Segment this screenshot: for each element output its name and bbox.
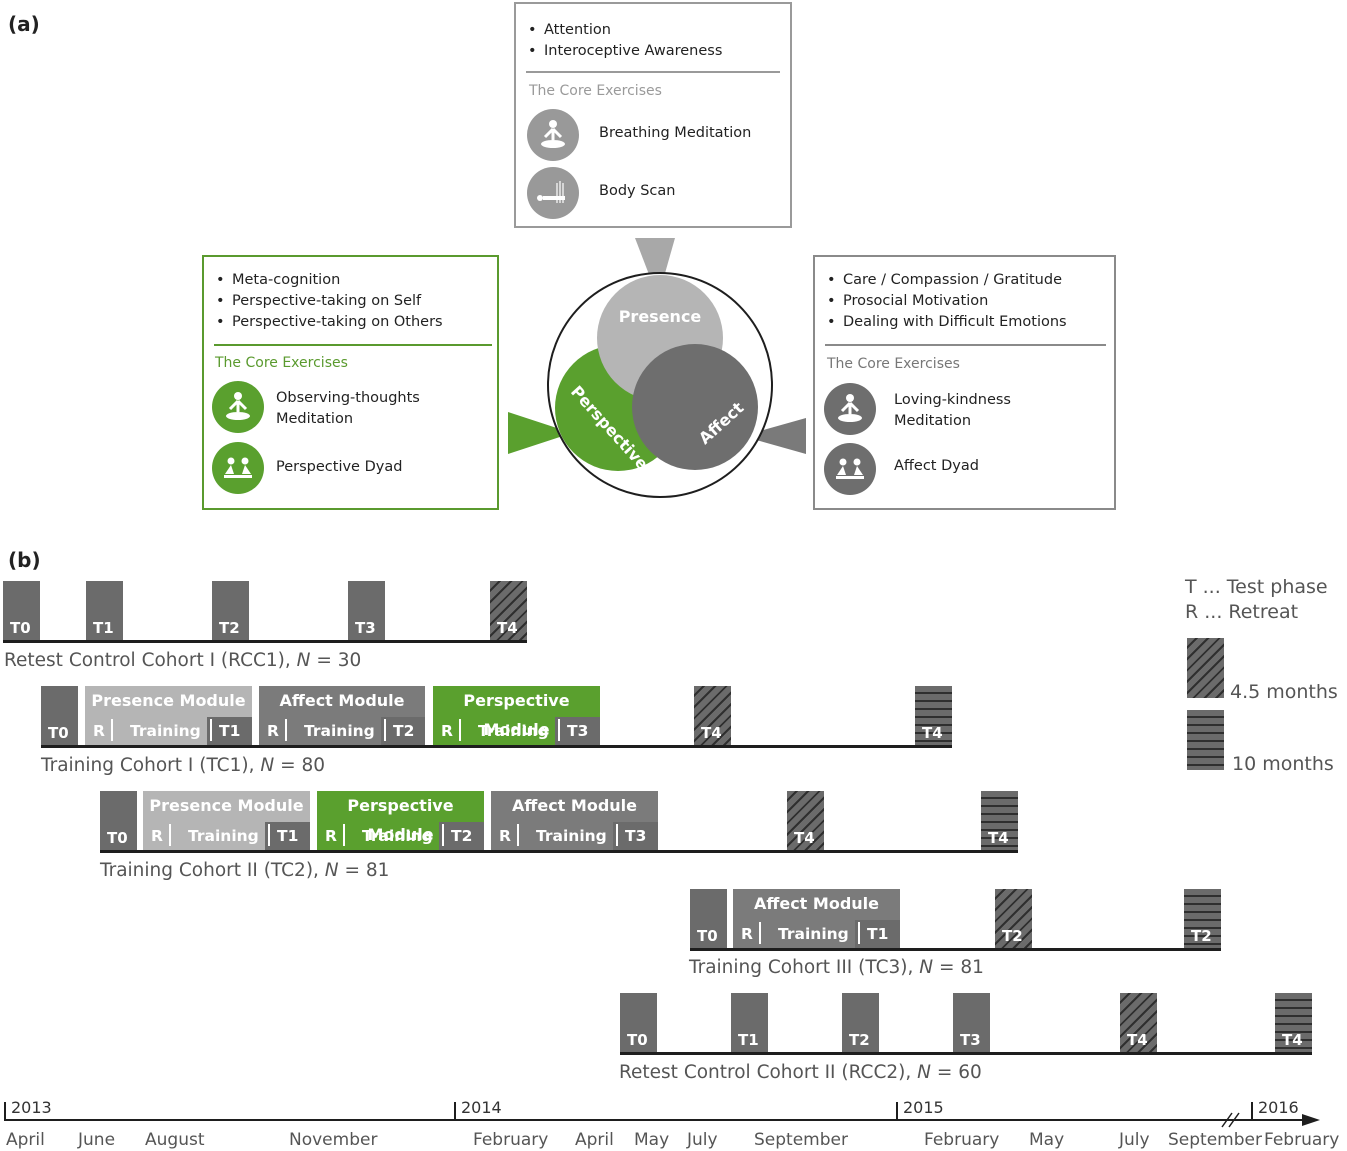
test-block-followup: T4 <box>1120 993 1157 1052</box>
perspective-item: Perspective-taking on Self <box>214 291 443 312</box>
test-block: T1 <box>86 581 123 640</box>
legend-striped-swatch <box>1187 710 1224 770</box>
presence-label: Presence <box>619 307 702 326</box>
core-exercises-title: The Core Exercises <box>827 356 960 372</box>
year-label: 2016 <box>1258 1098 1299 1117</box>
month-label: February <box>1264 1130 1340 1150</box>
year-label: 2013 <box>11 1098 52 1117</box>
perspective-item: Meta-cognition <box>214 270 443 291</box>
panel-a-label: (a) <box>8 12 40 36</box>
month-label: September <box>1168 1130 1262 1150</box>
legend-striped-label: 10 months <box>1232 753 1334 775</box>
affect-circle <box>632 344 758 470</box>
month-label: June <box>78 1130 116 1150</box>
month-label: May <box>634 1130 670 1150</box>
time-axis <box>4 1102 1320 1128</box>
divider <box>526 71 780 73</box>
panel-b-label: (b) <box>8 548 41 572</box>
year-label: 2014 <box>461 1098 502 1117</box>
perspective-item: Perspective-taking on Others <box>214 312 443 333</box>
test-block-followup: T4 <box>981 791 1018 850</box>
exercise-label: Affect Dyad <box>894 458 979 474</box>
legend-hatch-swatch <box>1187 638 1224 698</box>
cohort-baseline <box>100 850 1018 853</box>
test-block: T0 <box>690 889 727 948</box>
month-label: September <box>754 1130 848 1150</box>
presence-item: Interoceptive Awareness <box>526 41 722 62</box>
test-block: T2 <box>212 581 249 640</box>
legend-hatch-label: 4.5 months <box>1230 681 1338 703</box>
affect-item: Dealing with Difficult Emotions <box>825 312 1067 333</box>
test-block: T1 <box>731 993 768 1052</box>
cohort-label-rcc2: Retest Control Cohort II (RCC2), N = 60 <box>619 1062 982 1083</box>
test-block-followup: T4 <box>490 581 527 640</box>
core-exercises-title: The Core Exercises <box>215 355 348 371</box>
divider <box>825 344 1106 346</box>
month-label: April <box>6 1130 45 1150</box>
legend-test-phase: T ... Test phase <box>1185 576 1328 598</box>
divider <box>214 344 492 346</box>
affect-arrow <box>742 418 806 454</box>
test-block-followup: T2 <box>1184 889 1221 948</box>
cohort-baseline <box>690 948 1221 951</box>
legend-retreat: R ... Retreat <box>1185 601 1299 623</box>
cohort-label-tc2: Training Cohort II (TC2), N = 81 <box>100 860 390 881</box>
test-block: T0 <box>41 686 78 745</box>
exercise-label: Loving-kindness Meditation <box>894 392 1011 429</box>
exercise-label: Breathing Meditation <box>599 125 752 141</box>
dyad-icon <box>824 443 876 495</box>
test-block-followup: T4 <box>787 791 824 850</box>
cohort-baseline <box>41 745 952 748</box>
presence-arrow <box>635 238 675 298</box>
month-label: February <box>473 1130 549 1150</box>
venn-diagram: Presence Perspective Affect <box>508 238 806 498</box>
month-label: July <box>687 1130 718 1150</box>
exercise-label: Body Scan <box>599 183 676 199</box>
affect-box: Care / Compassion / Gratitude Prosocial … <box>813 255 1116 510</box>
exercise-label: Observing-thoughts Meditation <box>276 390 420 427</box>
affect-item: Prosocial Motivation <box>825 291 1067 312</box>
perspective-arrow <box>508 412 572 454</box>
meditation-icon <box>527 109 579 161</box>
test-block: T0 <box>100 791 137 850</box>
test-block: T0 <box>3 581 40 640</box>
month-label: May <box>1029 1130 1065 1150</box>
dyad-icon <box>212 442 264 494</box>
test-block-followup: T2 <box>995 889 1032 948</box>
month-label: August <box>145 1130 205 1150</box>
body-scan-icon <box>527 167 579 219</box>
year-label: 2015 <box>903 1098 944 1117</box>
month-label: April <box>575 1130 614 1150</box>
cohort-baseline <box>620 1052 1312 1055</box>
test-block: T3 <box>953 993 990 1052</box>
core-exercises-title: The Core Exercises <box>529 83 662 99</box>
meditation-icon <box>212 381 264 433</box>
test-block-followup: T4 <box>915 686 952 745</box>
test-block: T0 <box>620 993 657 1052</box>
meditation-icon <box>824 383 876 435</box>
cohort-label-tc3: Training Cohort III (TC3), N = 81 <box>689 957 984 978</box>
cohort-baseline <box>3 640 527 643</box>
test-block: T2 <box>842 993 879 1052</box>
month-label: November <box>289 1130 378 1150</box>
test-block-followup: T4 <box>694 686 731 745</box>
perspective-box: Meta-cognition Perspective-taking on Sel… <box>202 255 499 510</box>
test-block: T3 <box>348 581 385 640</box>
cohort-label-rcc1: Retest Control Cohort I (RCC1), N = 30 <box>4 650 362 671</box>
presence-box: Attention Interoceptive Awareness The Co… <box>514 2 792 228</box>
affect-item: Care / Compassion / Gratitude <box>825 270 1067 291</box>
month-label: July <box>1119 1130 1150 1150</box>
month-label: February <box>924 1130 1000 1150</box>
test-block-followup: T4 <box>1275 993 1312 1052</box>
presence-item: Attention <box>526 20 722 41</box>
cohort-label-tc1: Training Cohort I (TC1), N = 80 <box>41 755 325 776</box>
exercise-label: Perspective Dyad <box>276 459 403 475</box>
